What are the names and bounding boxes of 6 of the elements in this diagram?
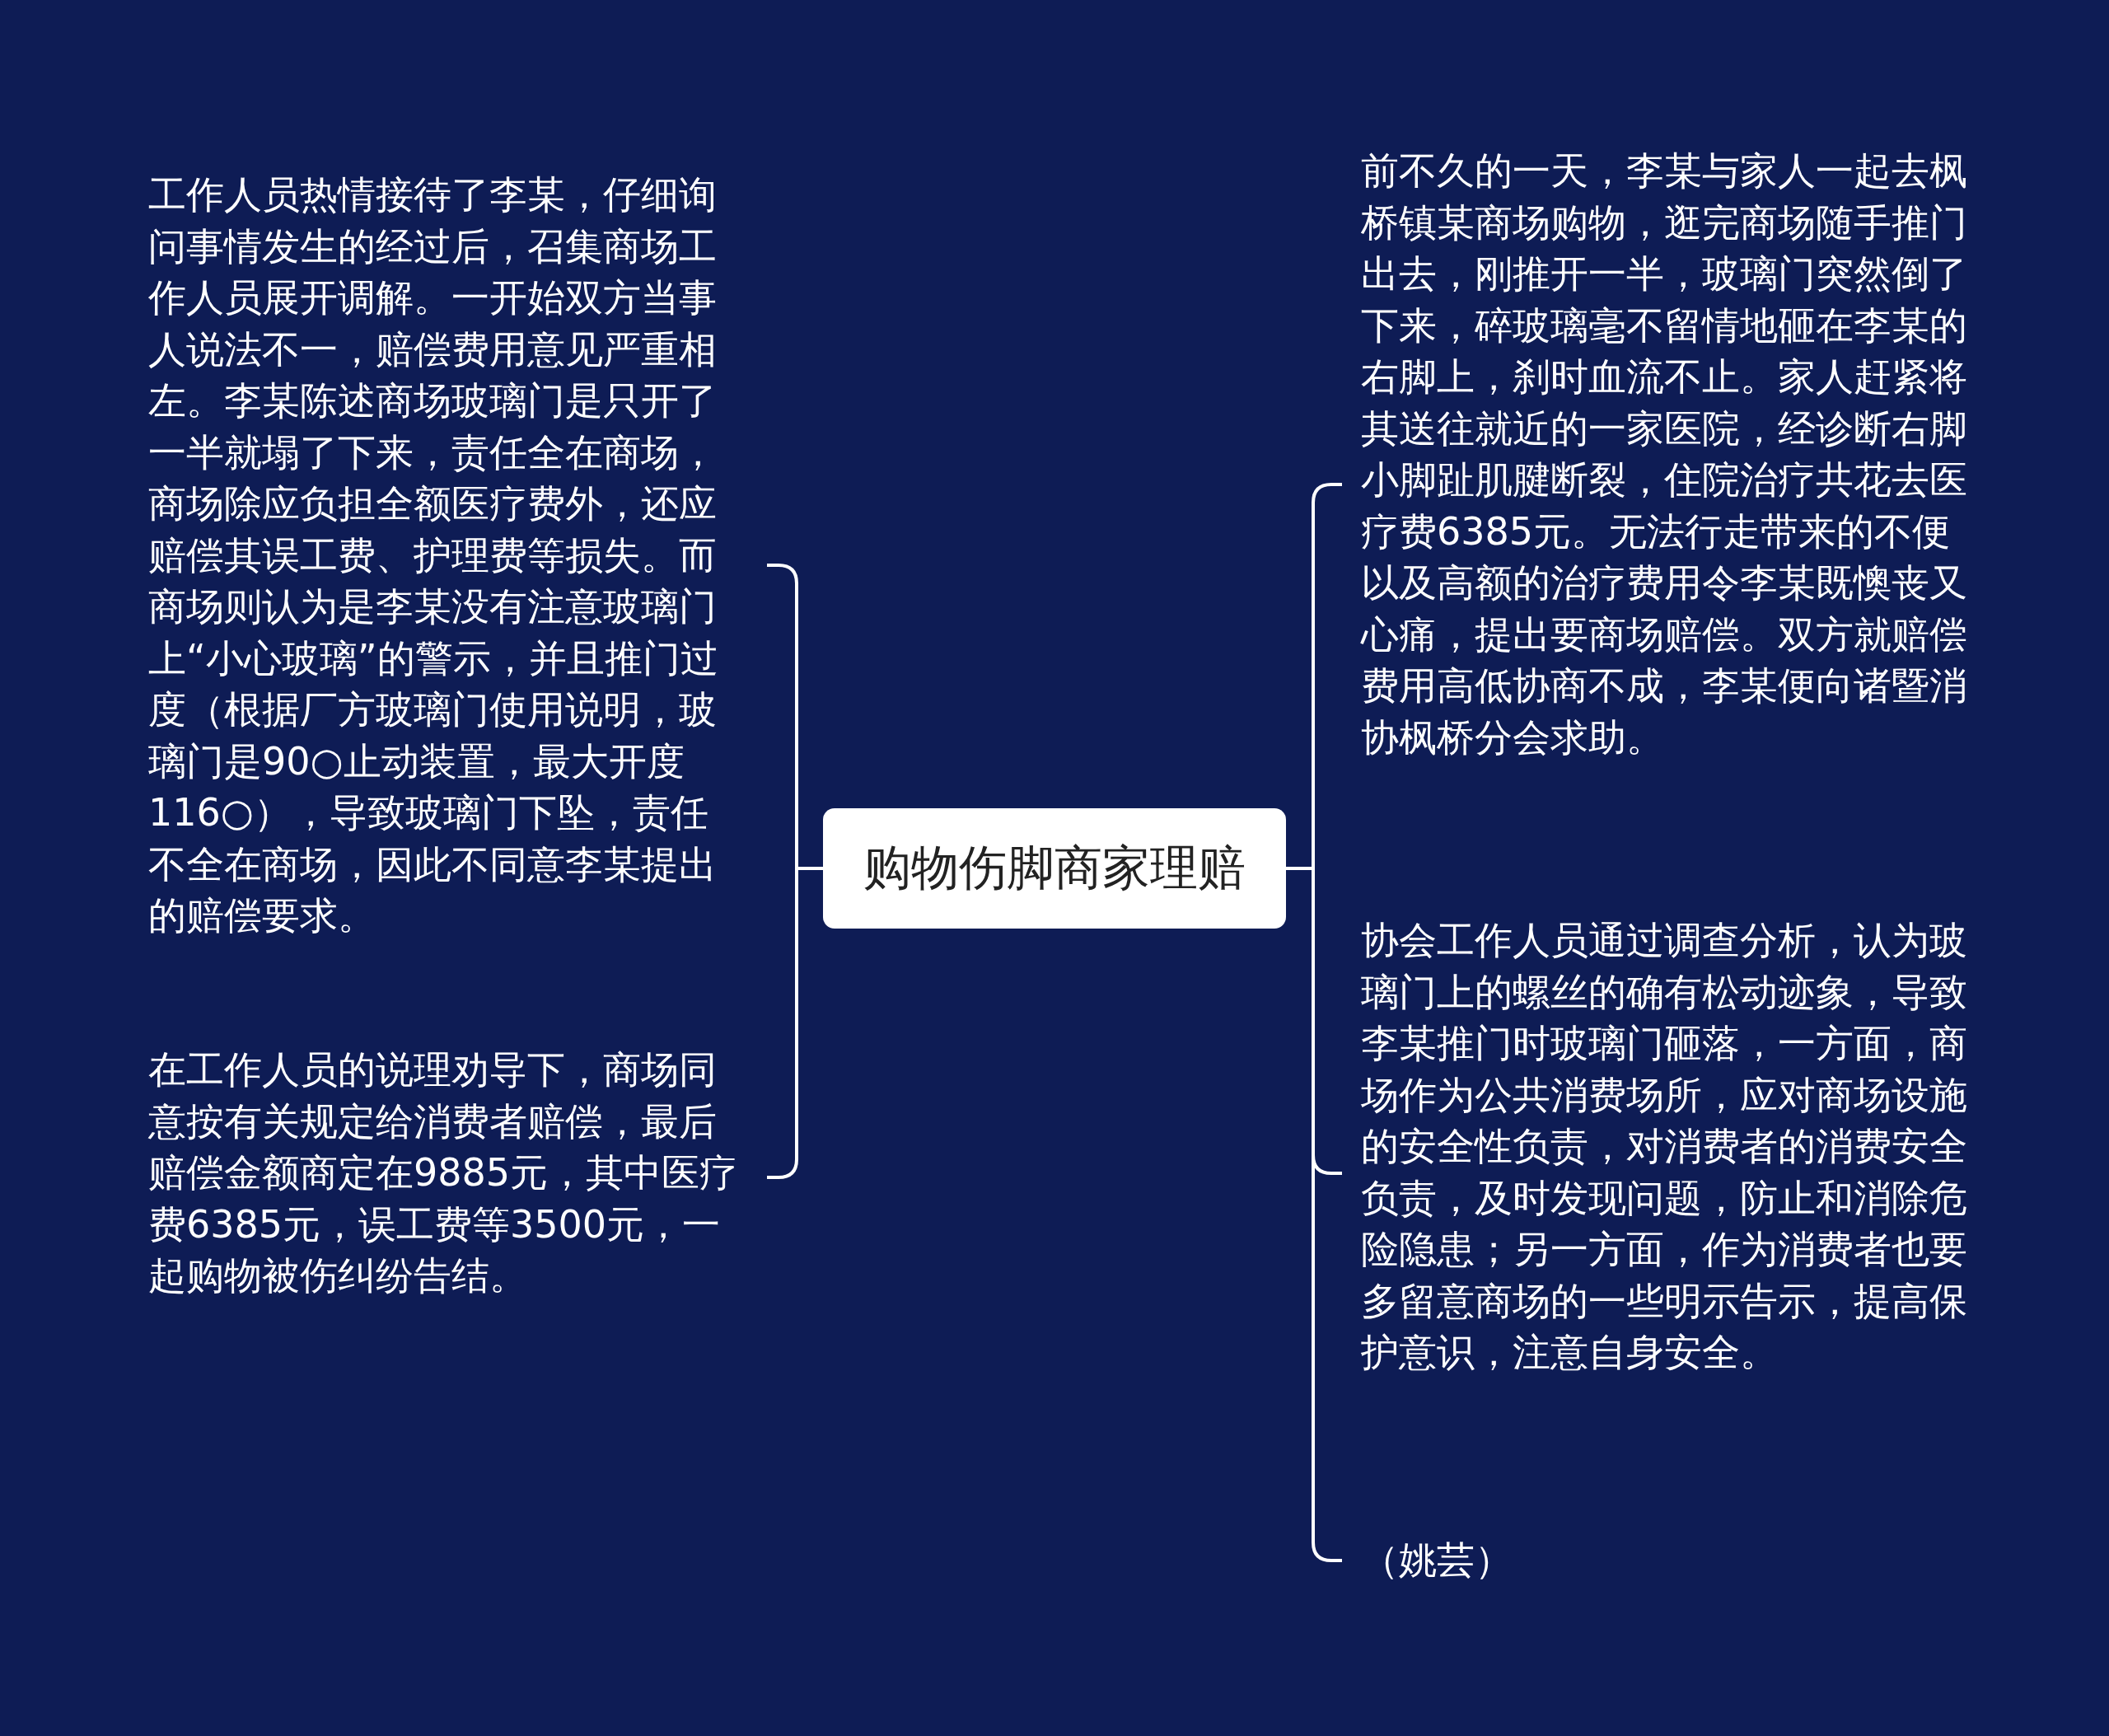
paragraph-text: 在工作人员的说理劝导下，商场同意按有关规定给消费者赔偿，最后赔偿金额商定在9885元，其中医疗费6385元，误工费等3500元，一起购物被伤纠纷告结。 bbox=[148, 1046, 739, 1299]
paragraph-text: （姚芸） bbox=[1361, 1537, 1513, 1584]
paragraph-text: 协会工作人员通过调查分析，认为玻璃门上的螺丝的确有松动迹象，导致李某推门时玻璃门砸落，一方面，商场作为公共消费场所，应对商场设施的安全性负责，对消费者的消费安全负责，及时发现问题，防止和消除危险隐患；另一方面，作为消费者也要多留意商场的一些明示告示，提高保护意识，注意自身安全。 bbox=[1361, 917, 1968, 1376]
paragraph-text: 工作人员热情接待了李某，仔细询问事情发生的经过后，召集商场工作人员展开调解。一开始双方当事人说法不一，赔偿费用意见严重相左。李某陈述商场玻璃门是只开了一半就塌了下来，责任全在商场，商场除应负担全额医疗费外，还应赔偿其误工费、护理费等损失。而商场则认为是李某没有注意玻璃门上“小心玻璃”的警示，并且推门过度（根据厂方玻璃门使用说明，玻璃门是90○止动装置，最大开度116○），导致玻璃门下坠，责任不全在商场，因此不同意李某提出的赔偿要求。 bbox=[148, 171, 719, 939]
topic-box: 购物伤脚商家理赔 bbox=[823, 808, 1286, 929]
paragraph-text: 前不久的一天，李某与家人一起去枫桥镇某商场购物，逛完商场随手推门出去，刚推开一半，玻璃门突然倒了下来，碎玻璃毫不留情地砸在李某的右脚上，刹时血流不止。家人赶紧将其送往就近的一家医院，经诊断右脚小脚趾肌腱断裂，住院治疗共花去医疗费6385元。无法行走带来的不便以及高额的治疗费用令李某既懊丧又心痛，提出要商场赔偿。双方就赔偿费用高低协商不成，李某便向诸暨消协枫桥分会求助。 bbox=[1361, 147, 1968, 761]
